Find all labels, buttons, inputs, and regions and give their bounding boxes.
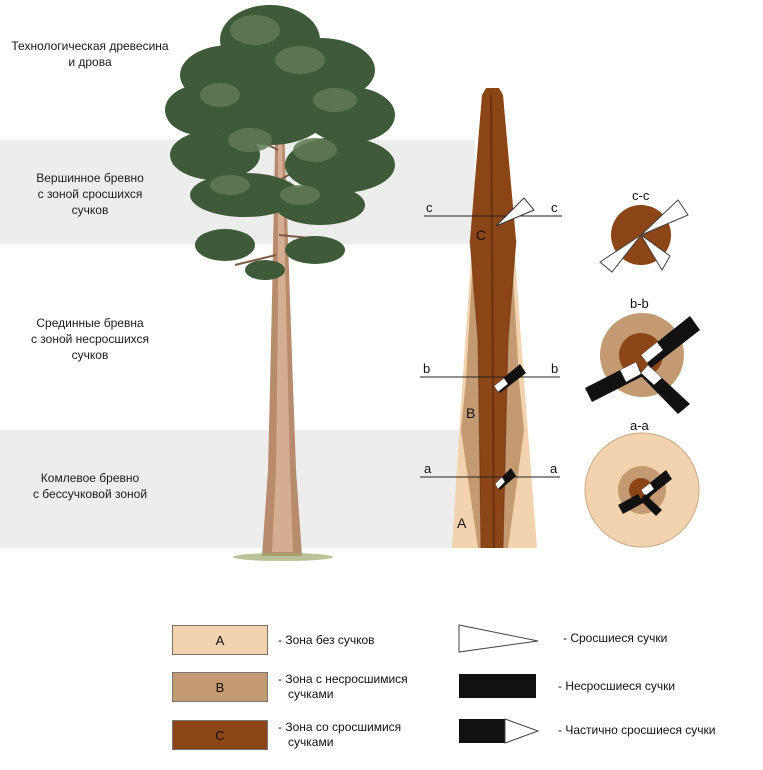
label-line: с зоной несросшихся — [30, 332, 150, 346]
cross-section-aa: a-a — [584, 418, 700, 548]
legend-zone-b-swatch: B — [172, 672, 268, 702]
label-line: сучков — [71, 348, 109, 362]
label-butt-log: Комлевое бревно с бессучковой зоной — [0, 470, 180, 502]
zone-letter-c: C — [476, 227, 486, 243]
section-label-b-left: b — [423, 361, 430, 376]
legend-line: сучками — [288, 735, 334, 749]
label-line: Вершинное бревно — [36, 171, 144, 185]
legend-zone-c-text: - Зона со сросшимися сучками — [278, 720, 401, 750]
legend-line: - Сросшиеся сучки — [563, 631, 668, 645]
label-line: с бессучковой зоной — [32, 487, 148, 501]
butt-log-band — [0, 430, 475, 548]
legend-zone-c-letter: C — [215, 727, 225, 743]
legend-zone-a-letter: A — [215, 632, 225, 648]
legend-fused-knot-icon — [458, 624, 539, 653]
zone-letter-a: A — [457, 515, 467, 531]
section-label-a-right: a — [550, 461, 558, 476]
legend-line: - Частично сросшиеся сучки — [558, 723, 716, 737]
legend-partial-knot-text: - Частично сросшиеся сучки — [558, 723, 715, 738]
cross-section-cc: c-c — [599, 188, 689, 273]
section-label-b-right: b — [551, 361, 558, 376]
cross-section-label-cc: c-c — [632, 188, 650, 203]
label-technological-wood: Технологическая древесина и дрова — [0, 38, 180, 70]
cross-section-label-aa: a-a — [630, 418, 650, 433]
zone-letter-b: B — [466, 405, 475, 421]
label-line: Технологическая древесина — [11, 39, 169, 53]
section-label-a-left: a — [424, 461, 432, 476]
legend-line: сучками — [288, 687, 334, 701]
label-line: с зоной сросшихся — [37, 187, 143, 201]
pine-tree-illustration — [165, 5, 395, 561]
legend-zone-b-text: - Зона с несросшимися сучками — [278, 672, 408, 702]
label-line: сучков — [71, 203, 109, 217]
section-label-c-left: c — [426, 200, 433, 215]
label-middle-logs: Срединные бревна с зоной несросшихся суч… — [0, 315, 180, 363]
core-line — [490, 94, 495, 549]
label-line: и дрова — [68, 55, 112, 69]
label-line: Комлевое бревно — [40, 471, 140, 485]
trunk-section: c c b b a a C B A — [420, 88, 562, 549]
legend-zone-a-text: - Зона без сучков — [278, 633, 375, 648]
legend-line: - Несросшиеся сучки — [558, 679, 676, 693]
cross-section-bb: b-b — [585, 296, 700, 414]
cross-section-label-bb: b-b — [630, 296, 649, 311]
legend-line: - Зона без сучков — [278, 633, 375, 647]
legend-zone-a-swatch: A — [172, 625, 268, 655]
legend-unfused-knot-text: - Несросшиеся сучки — [558, 679, 675, 694]
label-line: Срединные бревна — [36, 316, 144, 330]
legend-line: - Зона со сросшимися — [278, 720, 402, 734]
fused-knot-icon — [495, 197, 535, 227]
legend-fused-knot-text: - Сросшиеся сучки — [563, 631, 667, 646]
legend-zone-c-swatch: C — [172, 720, 268, 750]
label-top-log: Вершинное бревно с зоной сросшихся сучко… — [0, 170, 180, 218]
legend-zone-b-letter: B — [215, 679, 225, 695]
section-label-c-right: c — [551, 200, 558, 215]
legend-partial-knot-icon — [459, 718, 540, 744]
legend-unfused-knot-icon — [459, 674, 536, 698]
legend-line: - Зона с несросшимися — [278, 672, 408, 686]
